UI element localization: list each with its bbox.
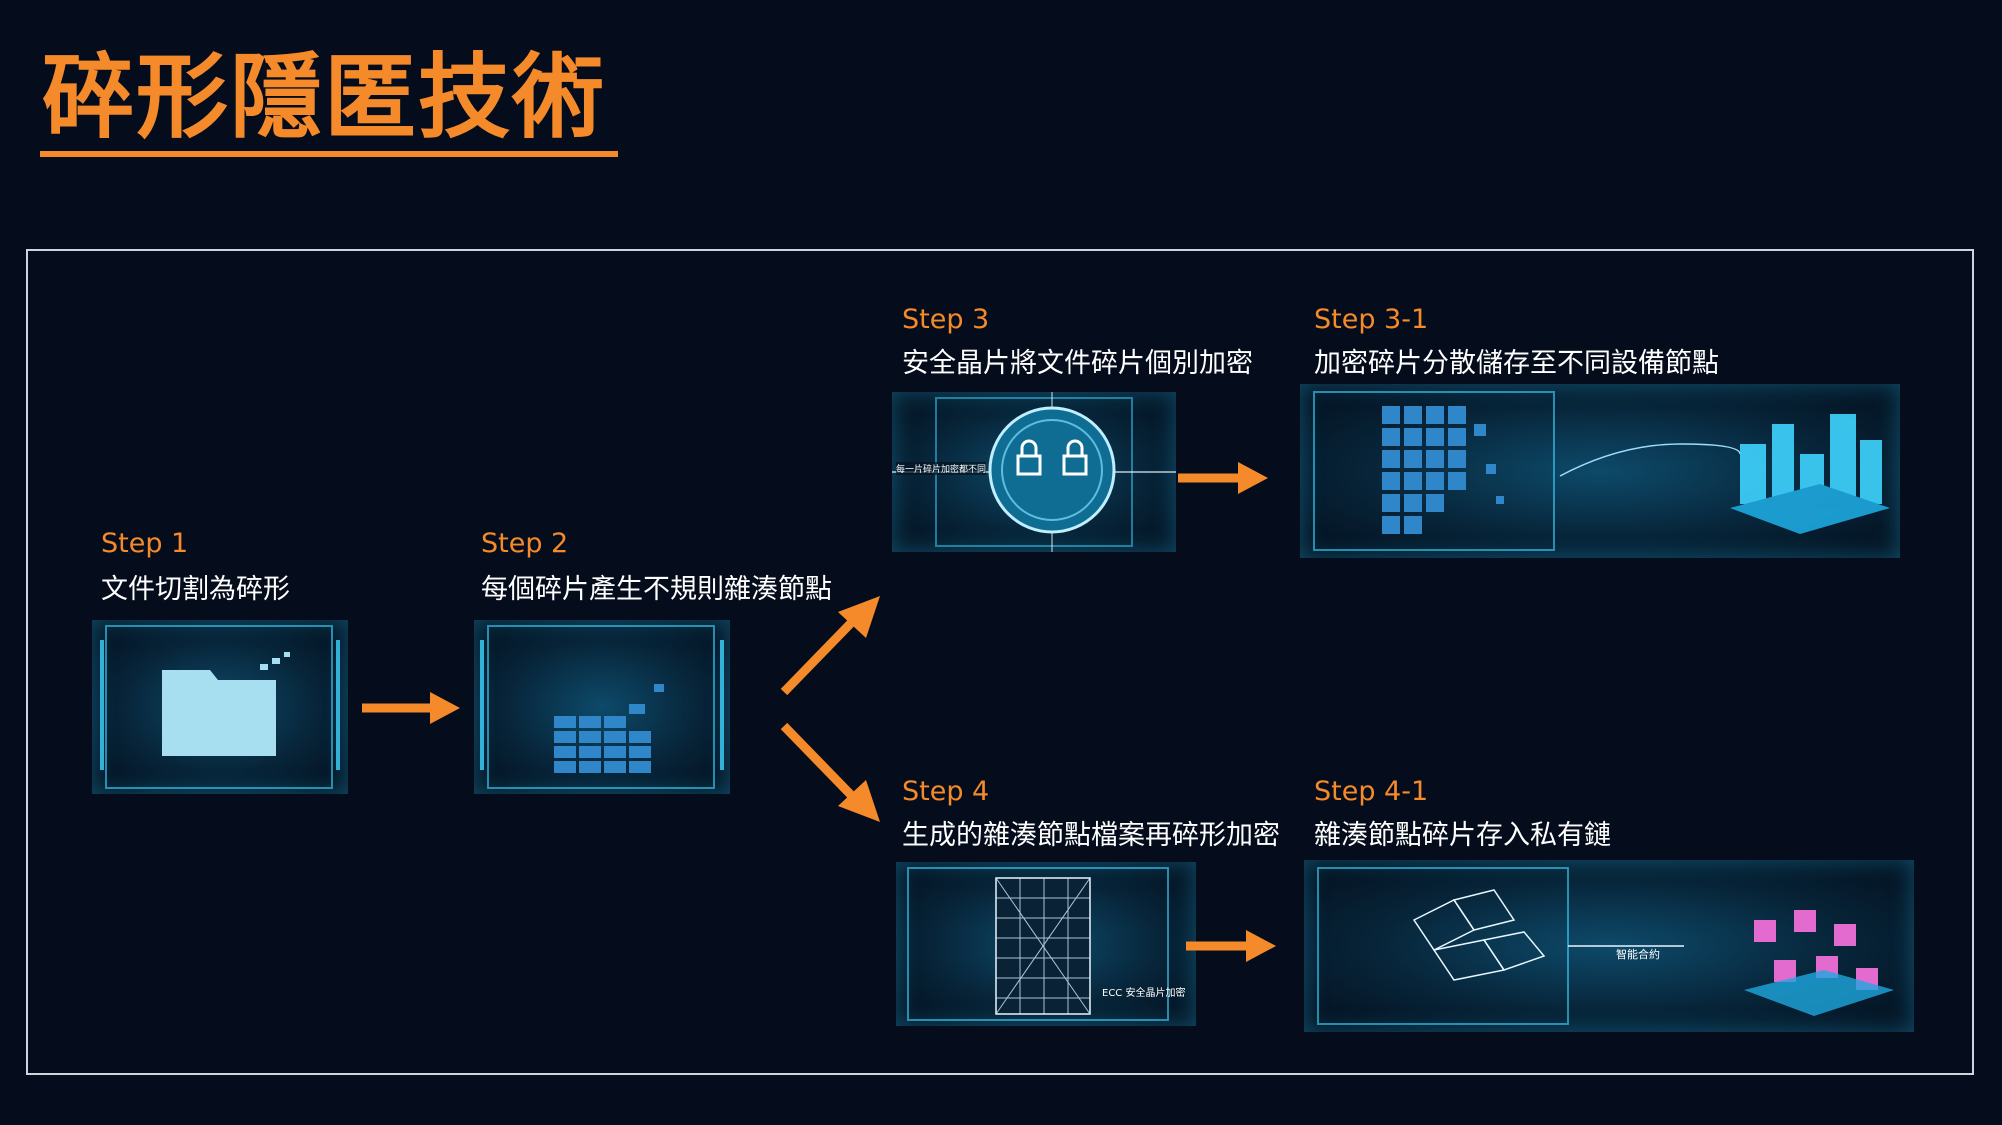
- title-underline: [40, 151, 618, 157]
- step2-label: Step 2: [481, 528, 569, 559]
- arrow-step1-step2: [362, 692, 460, 724]
- step4-image: ECC 安全晶片加密: [896, 862, 1196, 1026]
- step1-desc: 文件切割為碎形: [101, 574, 290, 605]
- fragment-grid: [995, 877, 1091, 1015]
- step4-1-desc: 雜湊節點碎片存入私有鏈: [1314, 820, 1611, 851]
- step4-1-caption: 智能合約: [1616, 948, 1660, 961]
- arrow-step3-step3-1: [1178, 462, 1268, 494]
- step3-label: Step 3: [902, 304, 990, 335]
- step3-1-image: [1300, 384, 1900, 558]
- step4-1-label: Step 4-1: [1314, 776, 1429, 807]
- step1-label: Step 1: [101, 528, 189, 559]
- step2-desc: 每個碎片產生不規則雜湊節點: [481, 574, 832, 605]
- arrow-step4-step4-1: [1186, 930, 1276, 962]
- arrow-step2-step3: [780, 596, 880, 696]
- step4-desc: 生成的雜湊節點檔案再碎形加密: [902, 820, 1280, 851]
- encrypted-blocks: [1382, 406, 1504, 534]
- step3-image: 每一片碎片加密都不同: [892, 392, 1176, 552]
- blockchain-icon: [1744, 910, 1894, 1016]
- step3-caption: 每一片碎片加密都不同: [896, 462, 987, 475]
- fragment-shards: [1412, 889, 1546, 981]
- step3-1-label: Step 3-1: [1314, 304, 1429, 335]
- step1-image: [92, 620, 348, 794]
- server-icon: [1730, 414, 1890, 534]
- diagram-frame: [26, 249, 1974, 1075]
- step3-1-desc: 加密碎片分散儲存至不同設備節點: [1314, 348, 1719, 379]
- folder-icon: [162, 670, 276, 756]
- lock-icon: [1016, 439, 1088, 476]
- step4-caption: ECC 安全晶片加密: [1102, 988, 1186, 999]
- step4-1-image: 智能合約: [1304, 860, 1914, 1032]
- step2-image: [474, 620, 730, 794]
- step4-label: Step 4: [902, 776, 990, 807]
- step3-desc: 安全晶片將文件碎片個別加密: [902, 348, 1253, 379]
- arrow-step2-step4: [780, 722, 880, 822]
- page-title: 碎形隱匿技術: [42, 44, 607, 151]
